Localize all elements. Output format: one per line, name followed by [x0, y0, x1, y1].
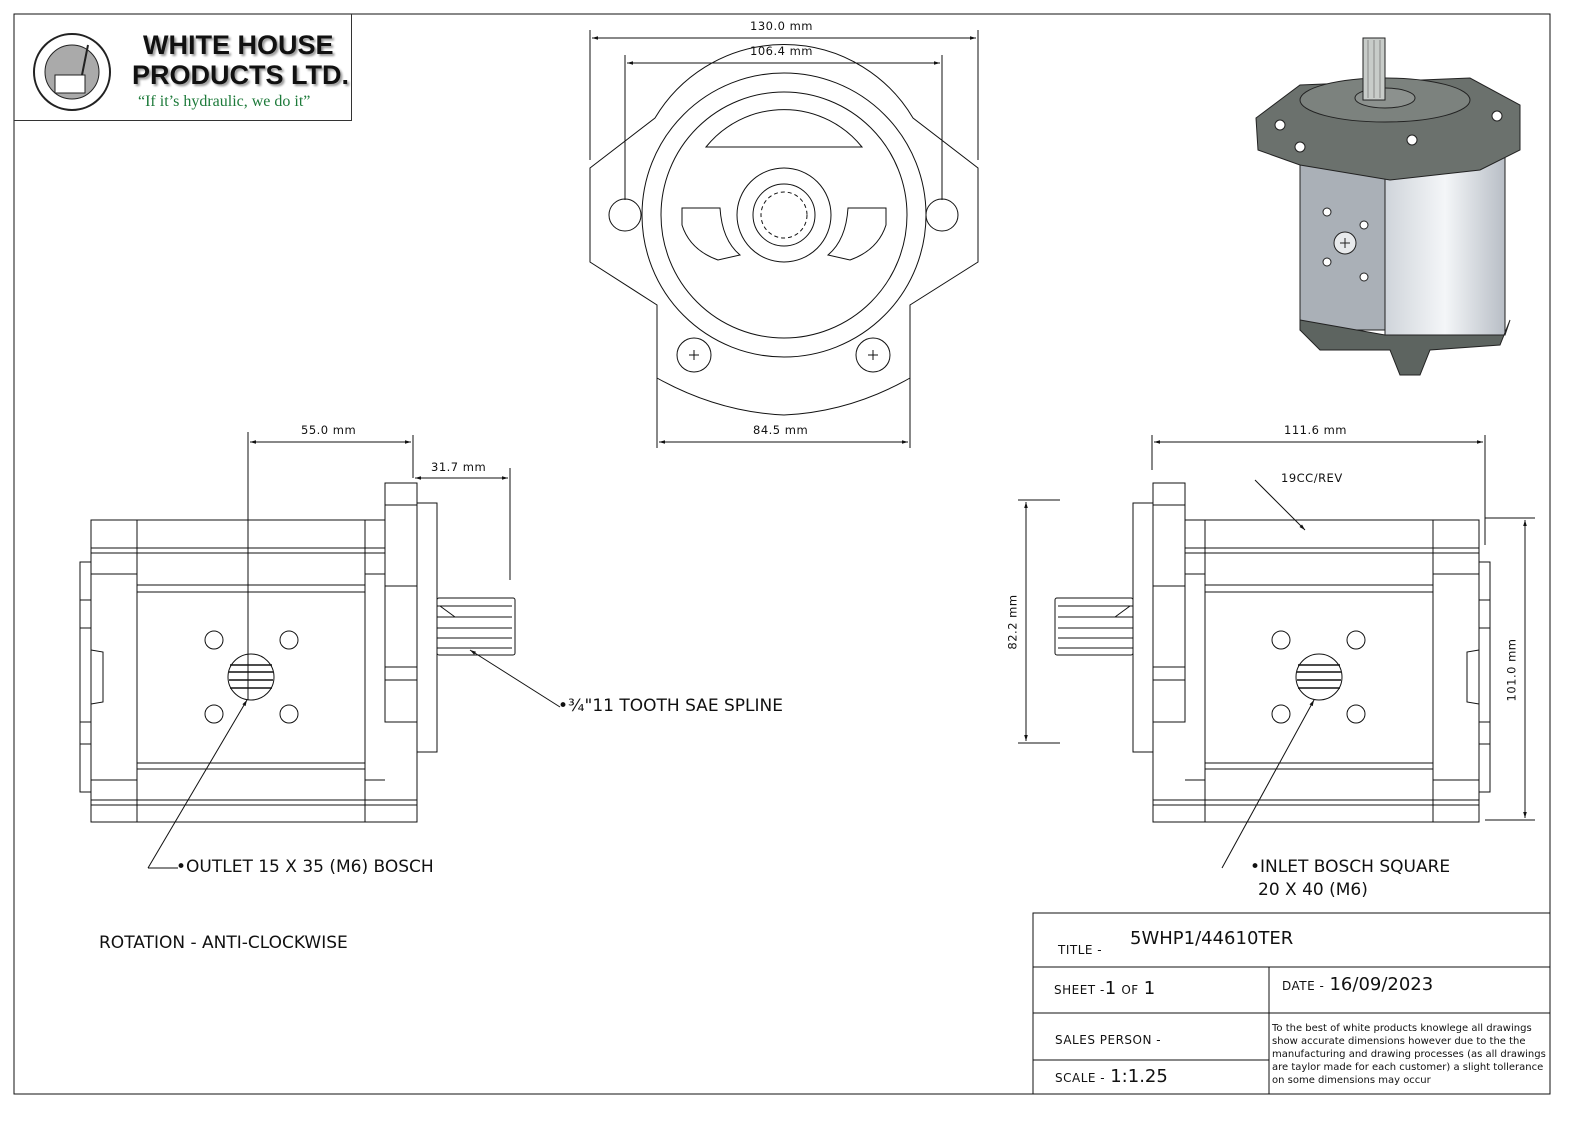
title-value: 5WHP1/44610TER	[1130, 928, 1294, 949]
dim-right-port-height: 82.2 mm	[1005, 594, 1020, 650]
scale-field: SCALE - 1:1.25	[1055, 1066, 1168, 1087]
mounting-hole	[608, 198, 642, 232]
company-seal-logo	[33, 33, 111, 111]
dim-front-hole-spacing: 106.4 mm	[750, 44, 813, 58]
spline-callout-text: ¾"11 TOOTH SAE SPLINE	[568, 696, 783, 716]
sheet-border	[13, 13, 1551, 1095]
dim-left-shaft-length: 31.7 mm	[431, 460, 487, 474]
displacement-callout: 19CC/REV	[1281, 471, 1343, 485]
sheet-of-label: OF	[1121, 983, 1139, 997]
dim-front-body-width: 84.5 mm	[753, 423, 809, 437]
sheet-field: SHEET -1 OF 1	[1054, 978, 1155, 999]
inlet-callout-line1: INLET BOSCH SQUARE	[1260, 857, 1451, 877]
date-field: DATE - 16/09/2023	[1282, 974, 1433, 995]
company-tagline: “If it’s hydraulic, we do it”	[138, 93, 311, 110]
scale-label: SCALE -	[1055, 1071, 1106, 1085]
right-side-view	[1054, 482, 1491, 823]
left-side-view	[79, 482, 516, 823]
pump-3d-render	[1255, 37, 1521, 376]
disclaimer-text: To the best of white products knowlege a…	[1272, 1023, 1546, 1086]
inlet-callout-line2: 20 X 40 (M6)	[1258, 880, 1368, 900]
dim-left-port-to-flange: 55.0 mm	[301, 423, 357, 437]
inlet-callout: •INLET BOSCH SQUARE	[1250, 857, 1451, 877]
date-value: 16/09/2023	[1329, 974, 1434, 995]
outlet-callout-text: OUTLET 15 X 35 (M6) BOSCH	[186, 857, 434, 877]
left-dimensions	[147, 432, 561, 869]
dim-front-overall-width: 130.0 mm	[750, 19, 813, 33]
title-label: TITLE -	[1058, 943, 1103, 957]
sheet-number: 1	[1104, 978, 1117, 999]
title-block-lines	[1032, 912, 1551, 1095]
dim-right-overall-length: 111.6 mm	[1284, 423, 1347, 437]
logo-box	[14, 14, 352, 121]
company-name-line1: WHITE HOUSE	[143, 30, 334, 60]
sheet-total: 1	[1143, 978, 1156, 999]
sales-person-label: SALES PERSON -	[1055, 1033, 1162, 1047]
outlet-callout: •OUTLET 15 X 35 (M6) BOSCH	[176, 857, 434, 877]
rotation-note: ROTATION - ANTI-CLOCKWISE	[99, 933, 348, 953]
mounting-hole	[925, 198, 959, 232]
outlet-port	[227, 653, 275, 701]
right-dimensions	[1018, 435, 1535, 869]
scale-value: 1:1.25	[1110, 1066, 1168, 1087]
front-view	[589, 44, 979, 416]
sheet-label: SHEET -	[1054, 983, 1105, 997]
dim-right-body-height: 101.0 mm	[1504, 638, 1519, 702]
company-name-line2: PRODUCTS LTD.	[132, 60, 349, 90]
date-label: DATE -	[1282, 979, 1325, 993]
spline-callout: •¾"11 TOOTH SAE SPLINE	[558, 696, 783, 716]
front-dimensions	[589, 30, 979, 448]
